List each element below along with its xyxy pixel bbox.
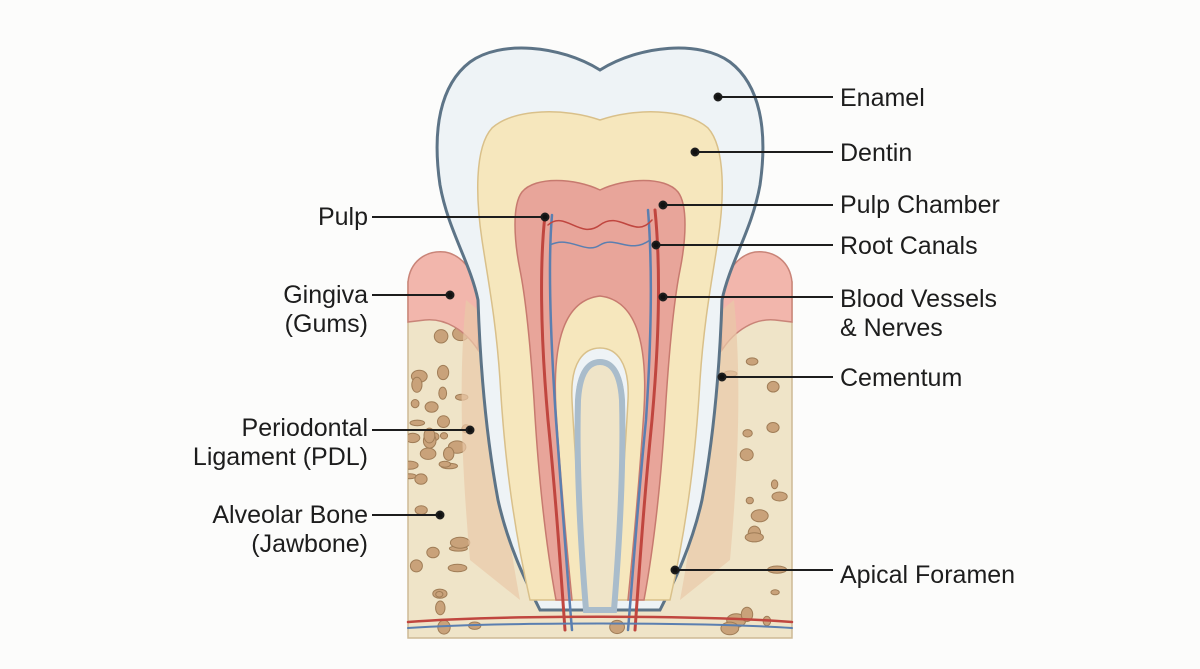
label-periodontal-ligament: Periodontal Ligament (PDL) xyxy=(193,414,368,472)
bone-pore xyxy=(424,401,439,413)
bone-pore xyxy=(740,606,754,623)
bone-pore xyxy=(409,559,423,573)
label-apical-foramen: Apical Foramen xyxy=(840,561,1015,590)
bone-pore xyxy=(411,376,423,393)
bone-pore xyxy=(410,399,420,409)
bone-pore xyxy=(750,509,769,523)
label-dentin: Dentin xyxy=(840,139,912,168)
label-root-canals-text: Root Canals xyxy=(840,232,978,260)
label-gingiva-line1: Gingiva xyxy=(283,281,368,309)
bone-pore xyxy=(766,422,780,433)
blood-vessels-and-nerves xyxy=(406,208,794,632)
bone-pore xyxy=(419,447,437,460)
bone-pore xyxy=(426,546,440,559)
bone-pore xyxy=(739,448,754,462)
label-pulp-chamber: Pulp Chamber xyxy=(840,191,1000,220)
label-apical-foramen-text: Apical Foramen xyxy=(840,561,1016,589)
bone-pore xyxy=(433,329,449,344)
bone-pore xyxy=(409,419,426,427)
bone-pore xyxy=(437,415,450,429)
bone-pore xyxy=(408,432,421,444)
bone-pore xyxy=(609,619,625,635)
bone-pore xyxy=(408,460,419,470)
bone-pore xyxy=(742,429,753,438)
label-gingiva-line2: (Gums) xyxy=(284,310,368,338)
bone-pore xyxy=(435,591,444,598)
label-bone-line1: Alveolar Bone xyxy=(212,501,368,529)
label-root-canals: Root Canals xyxy=(840,232,978,261)
bone-pore xyxy=(766,380,780,393)
bone-pore xyxy=(745,357,759,366)
bone-pore xyxy=(438,460,451,468)
label-pdl-line2: Ligament (PDL) xyxy=(192,443,368,471)
label-vessels-line1: Blood Vessels xyxy=(840,285,998,313)
label-cementum-text: Cementum xyxy=(840,364,963,392)
bone-pore xyxy=(745,496,754,505)
leader-lines xyxy=(372,92,833,575)
label-dentin-text: Dentin xyxy=(840,139,913,167)
bone-pore xyxy=(438,386,448,400)
gingiva xyxy=(407,251,793,353)
label-pulp-text: Pulp xyxy=(317,203,368,231)
bone-pore xyxy=(443,446,455,461)
label-cementum: Cementum xyxy=(840,364,962,393)
bone-pore xyxy=(414,505,428,516)
bone-pore xyxy=(770,589,780,596)
label-vessels-line2: & Nerves xyxy=(840,314,943,342)
bone-pore xyxy=(771,491,788,502)
bone-pore xyxy=(423,427,436,444)
label-blood-vessels-nerves: Blood Vessels & Nerves xyxy=(840,285,997,343)
label-bone-line2: (Jawbone) xyxy=(251,530,368,558)
label-enamel: Enamel xyxy=(840,84,925,113)
pulp-chamber xyxy=(514,179,686,601)
bone-pore xyxy=(770,479,779,490)
bone-pore xyxy=(447,563,468,573)
label-pdl-line1: Periodontal xyxy=(241,414,368,442)
label-pulp: Pulp xyxy=(318,203,368,232)
bone-pore xyxy=(744,532,764,543)
bone-pore xyxy=(435,600,446,616)
bone-pore xyxy=(439,432,449,440)
label-gingiva: Gingiva (Gums) xyxy=(283,281,368,339)
label-alveolar-bone: Alveolar Bone (Jawbone) xyxy=(212,501,368,559)
bone-pore xyxy=(408,473,417,480)
bone-pore xyxy=(414,473,428,485)
bone-pore xyxy=(437,364,450,381)
bone-pore xyxy=(449,536,471,549)
label-pulp-chamber-text: Pulp Chamber xyxy=(840,191,1000,219)
inter-radicular-bone xyxy=(574,358,626,613)
label-enamel-text: Enamel xyxy=(840,84,925,112)
